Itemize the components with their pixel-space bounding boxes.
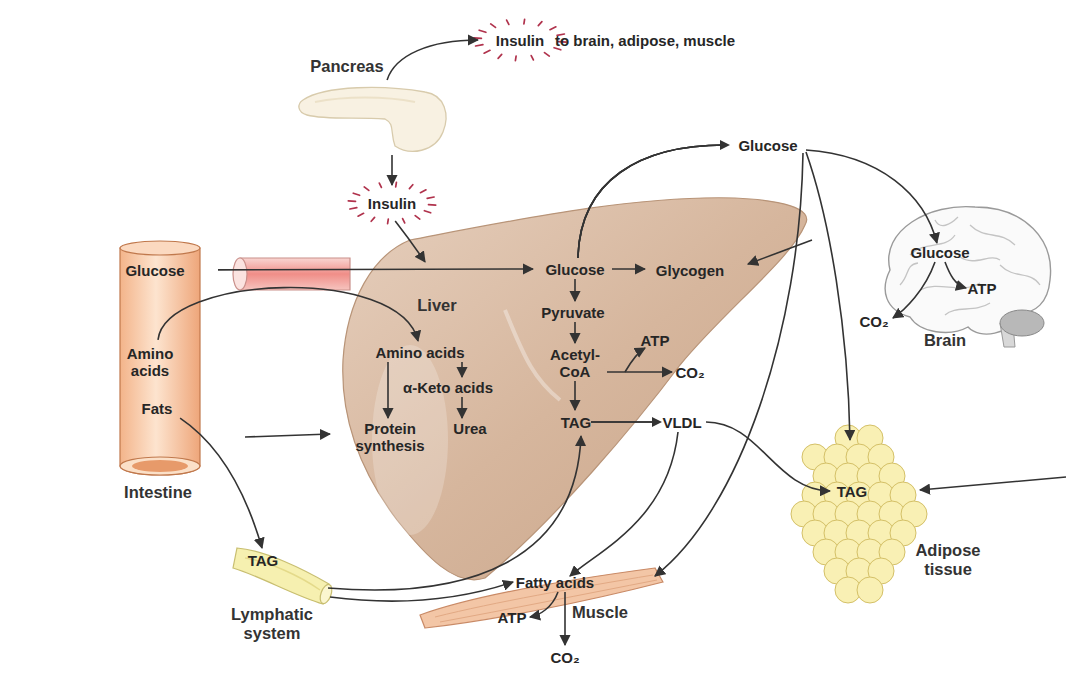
metabolite-label: Protein synthesis: [350, 420, 430, 454]
metabolite-label: CO₂: [859, 313, 888, 330]
metabolite-label: ATP: [498, 609, 527, 626]
organ-name: Adipose tissue: [909, 541, 987, 579]
metabolite-label: Amino acids: [124, 345, 176, 379]
portal-vein: [240, 258, 350, 290]
metabolite-label: Fats: [142, 400, 173, 417]
metabolite-label: ATP: [641, 332, 670, 349]
hormone-burst: Insulin: [352, 185, 432, 221]
hormone-label: Insulin: [368, 195, 416, 212]
organ-name: Lymphatic system: [225, 605, 320, 643]
metabolite-label: CO₂: [675, 364, 704, 381]
liver-organ: Glucose GlycogenPyruvate LiverAmino acids A…: [335, 190, 815, 585]
metabolite-label: Urea: [453, 420, 486, 437]
organ-outline: [295, 80, 450, 155]
organ-name: Intestine: [124, 483, 192, 502]
brain-organ: GlucoseATP CO₂ Brain: [850, 195, 1055, 355]
lymph-vessel: TAG Lymphatic system: [225, 540, 335, 640]
metabolite-label: α-Keto acids: [403, 379, 493, 396]
metabolite-label: ATP: [968, 280, 997, 297]
flow-arrow: [391, 155, 393, 185]
metabolite-label: TAG: [561, 414, 592, 431]
portal-vein-end: [233, 258, 247, 290]
adipose-organ: TAGAdipose tissue: [790, 420, 980, 595]
metabolite-label: Fatty acids: [516, 574, 594, 591]
organ-name: Muscle: [572, 603, 628, 622]
metabolite-label: Glucose: [910, 244, 969, 261]
intestine-organ: GlucoseAmino acidsFatsIntestine: [108, 240, 218, 505]
metabolite-label: CO₂: [550, 649, 579, 666]
muscle-organ: Fatty acidsATP MuscleCO₂: [415, 560, 665, 665]
metabolite-label: Pyruvate: [541, 304, 604, 321]
organ-name: Brain: [924, 331, 966, 350]
organ-name: Liver: [417, 296, 456, 315]
metabolite-label: VLDL: [662, 414, 701, 431]
insulin-target-pointer: [920, 477, 1066, 490]
metabolite-label: Amino acids: [375, 344, 464, 361]
flow-arrow: [387, 40, 478, 80]
metabolite-label: TAG: [837, 483, 868, 500]
metabolite-label: Acetyl-CoA: [544, 346, 606, 380]
metabolite-label: Glucose: [545, 261, 604, 278]
metabolite-label: Glycogen: [656, 262, 724, 279]
organ-name: Pancreas: [310, 57, 383, 76]
pancreas-organ: Pancreas: [295, 80, 450, 155]
insulin-target-pointer: [245, 434, 330, 437]
arrow-head: [720, 140, 730, 150]
hormone-burst: Insulin: [478, 22, 562, 58]
metabolite-label: Glucose: [738, 137, 797, 154]
arrow-head: [652, 417, 662, 427]
metabolite-label: TAG: [248, 552, 279, 569]
note-label: to brain, adipose, muscle: [555, 32, 735, 49]
metabolite-label: Glucose: [125, 262, 184, 279]
hormone-label: Insulin: [496, 32, 544, 49]
